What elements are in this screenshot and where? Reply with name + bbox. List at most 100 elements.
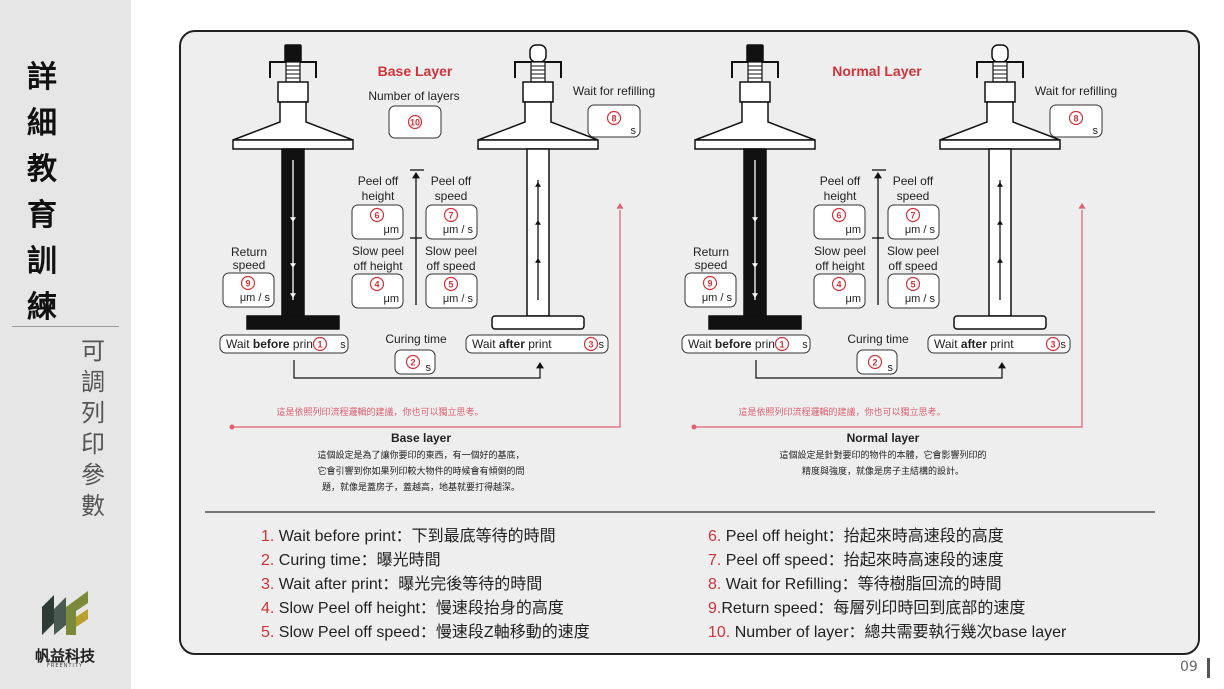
param-number-circle — [1068, 110, 1084, 126]
param-number-circle — [369, 276, 385, 292]
up-arrow-icon — [997, 258, 1003, 263]
curing-time-label: Curing time — [385, 332, 447, 346]
down-arrow-icon — [752, 263, 758, 268]
unit-label: μm — [383, 224, 399, 236]
down-arrow-icon — [752, 217, 758, 222]
wait-refill-label: Wait for refilling — [573, 84, 655, 98]
sidebar-divider — [12, 326, 119, 327]
return-speed-label: speed — [233, 258, 266, 272]
param-number: 6 — [374, 211, 379, 221]
param-number-circle — [905, 207, 921, 223]
param-number: 3 — [1050, 340, 1055, 350]
platform-screw-icon — [285, 61, 301, 83]
legend-item: 4. Slow Peel off height：慢速段抬身的高度 — [261, 600, 564, 617]
unit-label: μm / s — [443, 293, 474, 305]
slow-peel-speed-label: off speed — [426, 259, 475, 273]
unit-label: s — [1093, 125, 1099, 137]
wait-label: Wait before print — [226, 337, 317, 351]
logo-name: 帆益科技 — [34, 647, 95, 665]
up-arrow-icon — [535, 258, 541, 263]
param-number: 1 — [779, 340, 784, 350]
platform-housing-icon — [739, 81, 771, 103]
unit-label: s — [802, 339, 808, 351]
slow-peel-speed-label: Slow peel — [425, 244, 477, 258]
wait-label-box — [927, 334, 1071, 354]
unit-label: μm / s — [240, 292, 271, 304]
slow-peel-height-label: Slow peel — [352, 244, 404, 258]
subtitle-char: 列 — [81, 399, 105, 427]
platform-plate-icon — [939, 139, 1061, 150]
param-number-circle — [407, 114, 423, 130]
param-number: 7 — [910, 211, 915, 221]
subtitle-char: 可 — [81, 337, 105, 365]
param-number: 5 — [448, 280, 453, 290]
peel-up-arrow-icon — [412, 172, 420, 179]
flow-up-arrow-icon — [536, 362, 544, 369]
peel-off-height-label: Peel off — [358, 174, 399, 188]
platform-foot-icon — [491, 315, 585, 330]
legend-item: 8. Wait for Refilling：等待樹脂回流的時間 — [708, 576, 1002, 593]
unit-label: s — [888, 362, 894, 374]
platform-cone-icon — [477, 101, 599, 141]
return-speed-label: speed — [695, 258, 728, 272]
param-number-circle — [369, 207, 385, 223]
platform-screw-icon — [747, 61, 763, 83]
platform-foot-icon — [953, 315, 1047, 330]
company-logo-icon — [42, 591, 88, 635]
suggestion-note: 這是依照列印流程邏輯的建議，你也可以獨立思考。 — [738, 406, 945, 417]
platform-screw-icon — [530, 61, 546, 83]
param-number: 6 — [836, 211, 841, 221]
title-char: 詳 — [27, 60, 57, 95]
unit-label: μm / s — [702, 292, 733, 304]
subtitle-char: 數 — [81, 492, 105, 520]
param-number-circle — [702, 275, 718, 291]
wait-label: Wait after print — [934, 337, 1014, 351]
unit-label: s — [426, 362, 432, 374]
suggestion-arrow-icon — [616, 203, 624, 209]
wait-label-box — [465, 334, 609, 354]
peel-off-speed-label: speed — [435, 189, 468, 203]
unit-label: μm / s — [905, 224, 936, 236]
legend-item: 3. Wait after print：曝光完後等待的時間 — [261, 576, 543, 593]
unit-label: μm — [845, 293, 861, 305]
legend-item: 5. Slow Peel off speed：慢速段Z軸移動的速度 — [261, 624, 590, 641]
section-header: Base Layer — [378, 63, 453, 79]
peel-off-speed-label: speed — [897, 189, 930, 203]
down-arrow-icon — [290, 293, 296, 298]
platform-housing-icon — [522, 81, 554, 103]
layer-description-line: 它會引響到你如果列印較大物件的時候會有傾倒的問 — [317, 465, 524, 476]
param-number: 5 — [910, 280, 915, 290]
param-number: 9 — [707, 279, 712, 289]
subtitle-char: 參 — [81, 461, 105, 489]
legend-item: 9.Return speed：每層列印時回到底部的速度 — [708, 600, 1026, 617]
platform-cone-icon — [939, 101, 1061, 141]
title-char: 訓 — [27, 244, 57, 279]
flow-bracket-line — [293, 360, 541, 379]
unit-label: μm — [383, 293, 399, 305]
layer-description-title: Base layer — [391, 431, 451, 445]
platform-foot-icon — [708, 315, 802, 330]
layer-description-line: 精度與強度，就像是房子主結構的設計。 — [802, 465, 964, 476]
platform-screw-icon — [992, 61, 1008, 83]
param-number-circle — [443, 207, 459, 223]
peel-off-speed-label: Peel off — [431, 174, 472, 188]
up-arrow-icon — [535, 182, 541, 187]
slow-peel-speed-label: off speed — [888, 259, 937, 273]
param-number: 8 — [611, 114, 616, 124]
sidebar-subtitle: 可 調 列 印 參 數 — [75, 336, 111, 522]
platform-housing-icon — [277, 81, 309, 103]
wait-refill-label: Wait for refilling — [1035, 84, 1117, 98]
param-number: 8 — [1073, 114, 1078, 124]
param-number-circle — [312, 336, 328, 352]
param-number-circle — [443, 276, 459, 292]
param-number: 9 — [245, 279, 250, 289]
param-number-circle — [831, 276, 847, 292]
sidebar: 詳 細 教 育 訓 練 可 調 列 印 參 數 帆益科技 FREENTITY — [0, 0, 131, 689]
subtitle-char: 印 — [81, 430, 105, 458]
peel-off-height-label: height — [824, 189, 857, 203]
unit-label: μm / s — [905, 293, 936, 305]
suggestion-flow-line — [694, 210, 1083, 428]
peel-off-speed-label: Peel off — [893, 174, 934, 188]
subtitle-char: 調 — [81, 368, 105, 396]
down-arrow-icon — [290, 263, 296, 268]
